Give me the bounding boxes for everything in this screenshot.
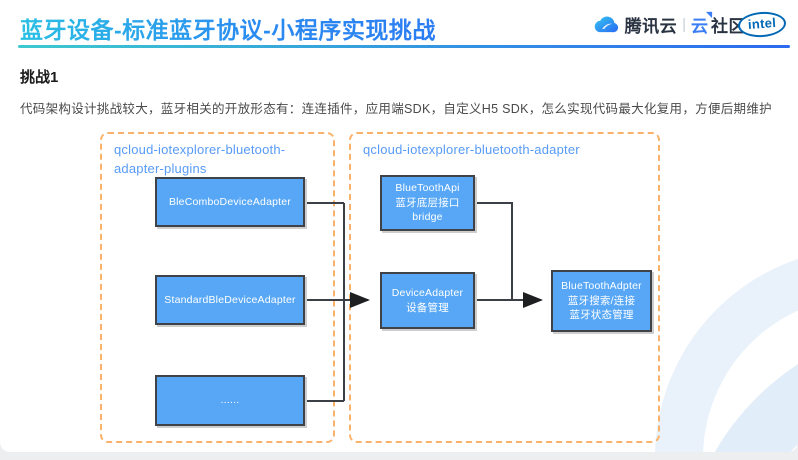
node-label: BleComboDeviceAdapter [168,195,292,208]
node-more-adapters: ...... [155,375,305,426]
node-bluetooth-adpter: BlueToothAdpter 蓝牙搜索/连接 蓝牙状态管理 [551,270,652,332]
brand-tencent-cloud-label: 腾讯云 [624,17,678,36]
node-label: StandardBleDeviceAdapter [164,293,296,306]
node-label: BlueToothApi [395,181,460,194]
brand-yun-label: 云 [691,17,708,36]
page-title: 蓝牙设备-标准蓝牙协议-小程序实现挑战 [20,11,436,45]
brand-community-label: 社区 [711,17,746,36]
node-ble-combo-device-adapter: BleComboDeviceAdapter [155,177,305,227]
brand-area: 腾讯云 | 云 社区 [593,11,746,37]
challenge-description: 代码架构设计挑战较大，蓝牙相关的开放形态有：连连插件，应用端SDK，自定义H5 … [20,102,772,116]
node-standard-ble-device-adapter: StandardBleDeviceAdapter [155,275,305,325]
group-plugins-label: qcloud-iotexplorer-bluetooth-adapter-plu… [114,142,286,176]
decorative-arc-top [655,248,798,452]
brand-separator: | [682,16,686,33]
group-adapter-label: qcloud-iotexplorer-bluetooth-adapter [363,142,580,157]
brand-yun-wrap: 云 [691,11,713,37]
decorative-arc-bottom [680,322,798,452]
tencent-cloud-icon [594,16,618,33]
node-label: DeviceAdapter [391,286,464,299]
group-plugins: qcloud-iotexplorer-bluetooth-adapter-plu… [100,132,335,443]
group-adapter: qcloud-iotexplorer-bluetooth-adapter [349,132,660,443]
node-bluetooth-api: BlueToothApi 蓝牙底层接口 bridge [380,175,475,231]
header: 蓝牙设备-标准蓝牙协议-小程序实现挑战 腾讯云 | 云 社区 intel [0,0,798,50]
node-label: 蓝牙搜索/连接 [567,294,636,307]
node-label: bridge [412,211,443,224]
node-device-adapter: DeviceAdapter 设备管理 [380,272,475,329]
yun-arrow-icon [705,11,713,19]
node-label: 蓝牙状态管理 [569,309,634,322]
node-label: ...... [220,394,240,407]
node-label: BlueToothAdpter [561,279,642,292]
header-underline [18,45,790,48]
challenge-heading: 挑战1 [20,69,59,86]
node-label: 蓝牙底层接口 [395,196,460,209]
node-label: 设备管理 [406,301,449,314]
